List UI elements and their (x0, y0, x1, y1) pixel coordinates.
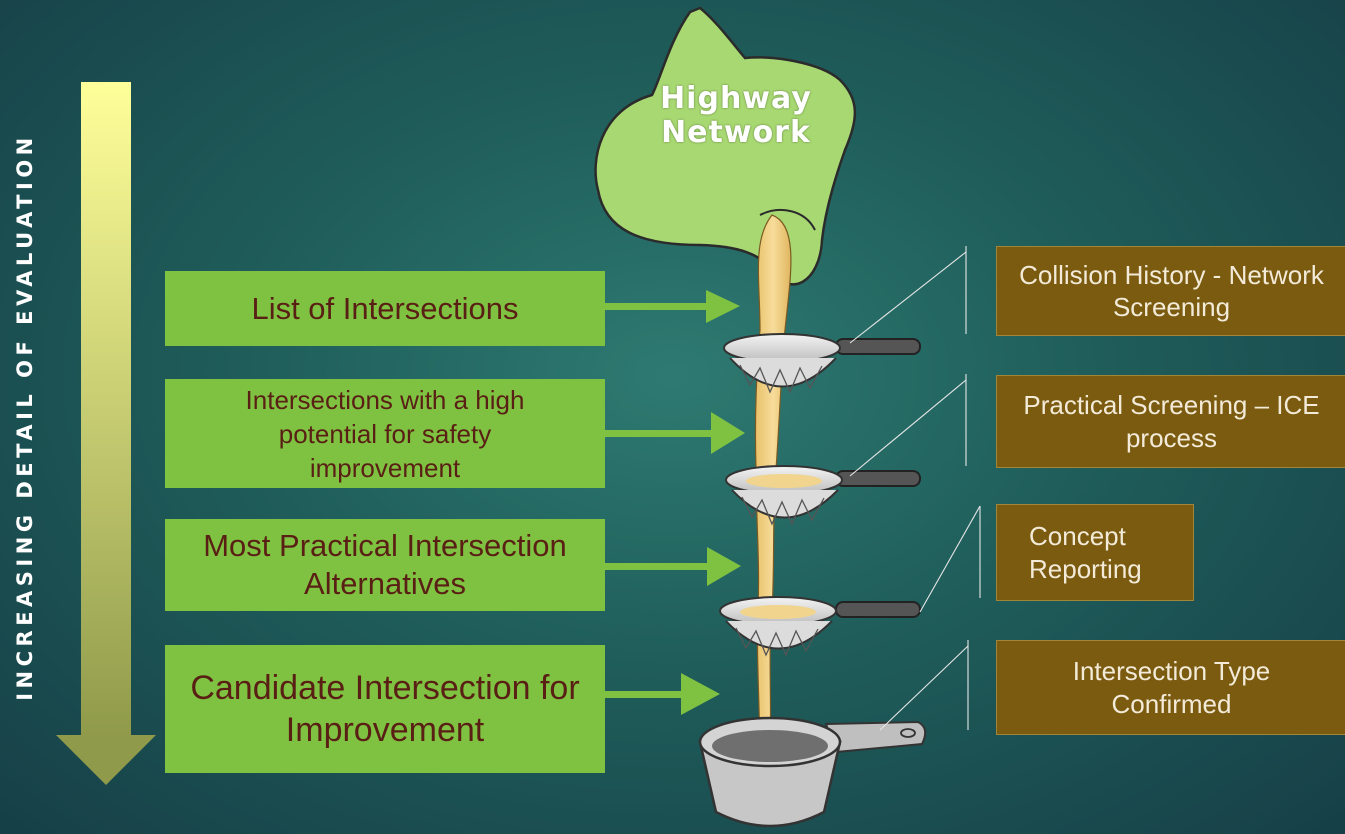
process-label: Collision History - Network Screening (1019, 259, 1324, 323)
strainer-icon (723, 333, 921, 394)
bag-title-line1: Highway (660, 81, 812, 116)
process-label: Intersection Type Confirmed (1072, 656, 1271, 719)
connector-lines (849, 246, 981, 731)
process-box-type-confirmed: Intersection Type Confirmed (996, 640, 1345, 735)
stage-label: List of Intersections (251, 290, 519, 326)
process-box-concept-reporting: Concept Reporting (996, 504, 1194, 601)
bag-icon (594, 6, 857, 286)
stage-box-high-potential: Intersections with a high potential for … (165, 379, 605, 488)
process-box-practical-screening: Practical Screening – ICE process (996, 375, 1345, 468)
stage-arrows (605, 290, 745, 715)
process-label: Practical Screening – ICE process (1023, 390, 1320, 453)
increasing-detail-arrow (56, 82, 156, 785)
strainer-icon (725, 465, 921, 526)
stage-box-list-of-intersections: List of Intersections (165, 271, 605, 346)
cup-icon (698, 716, 927, 828)
stage-label: Intersections with a high potential for … (245, 384, 525, 483)
stage-box-candidate: Candidate Intersection for Improvement (165, 645, 605, 773)
process-box-collision-history: Collision History - Network Screening (996, 246, 1345, 336)
bag-title: Highway Network (636, 82, 836, 150)
stage-box-most-practical: Most Practical Intersection Alternatives (165, 519, 605, 611)
stage-label: Candidate Intersection for Improvement (190, 669, 580, 749)
stage-label: Most Practical Intersection Alternatives (203, 528, 567, 601)
bag-title-line2: Network (661, 115, 811, 150)
process-label: Concept Reporting (1029, 521, 1142, 584)
strainer-icon (719, 596, 921, 657)
